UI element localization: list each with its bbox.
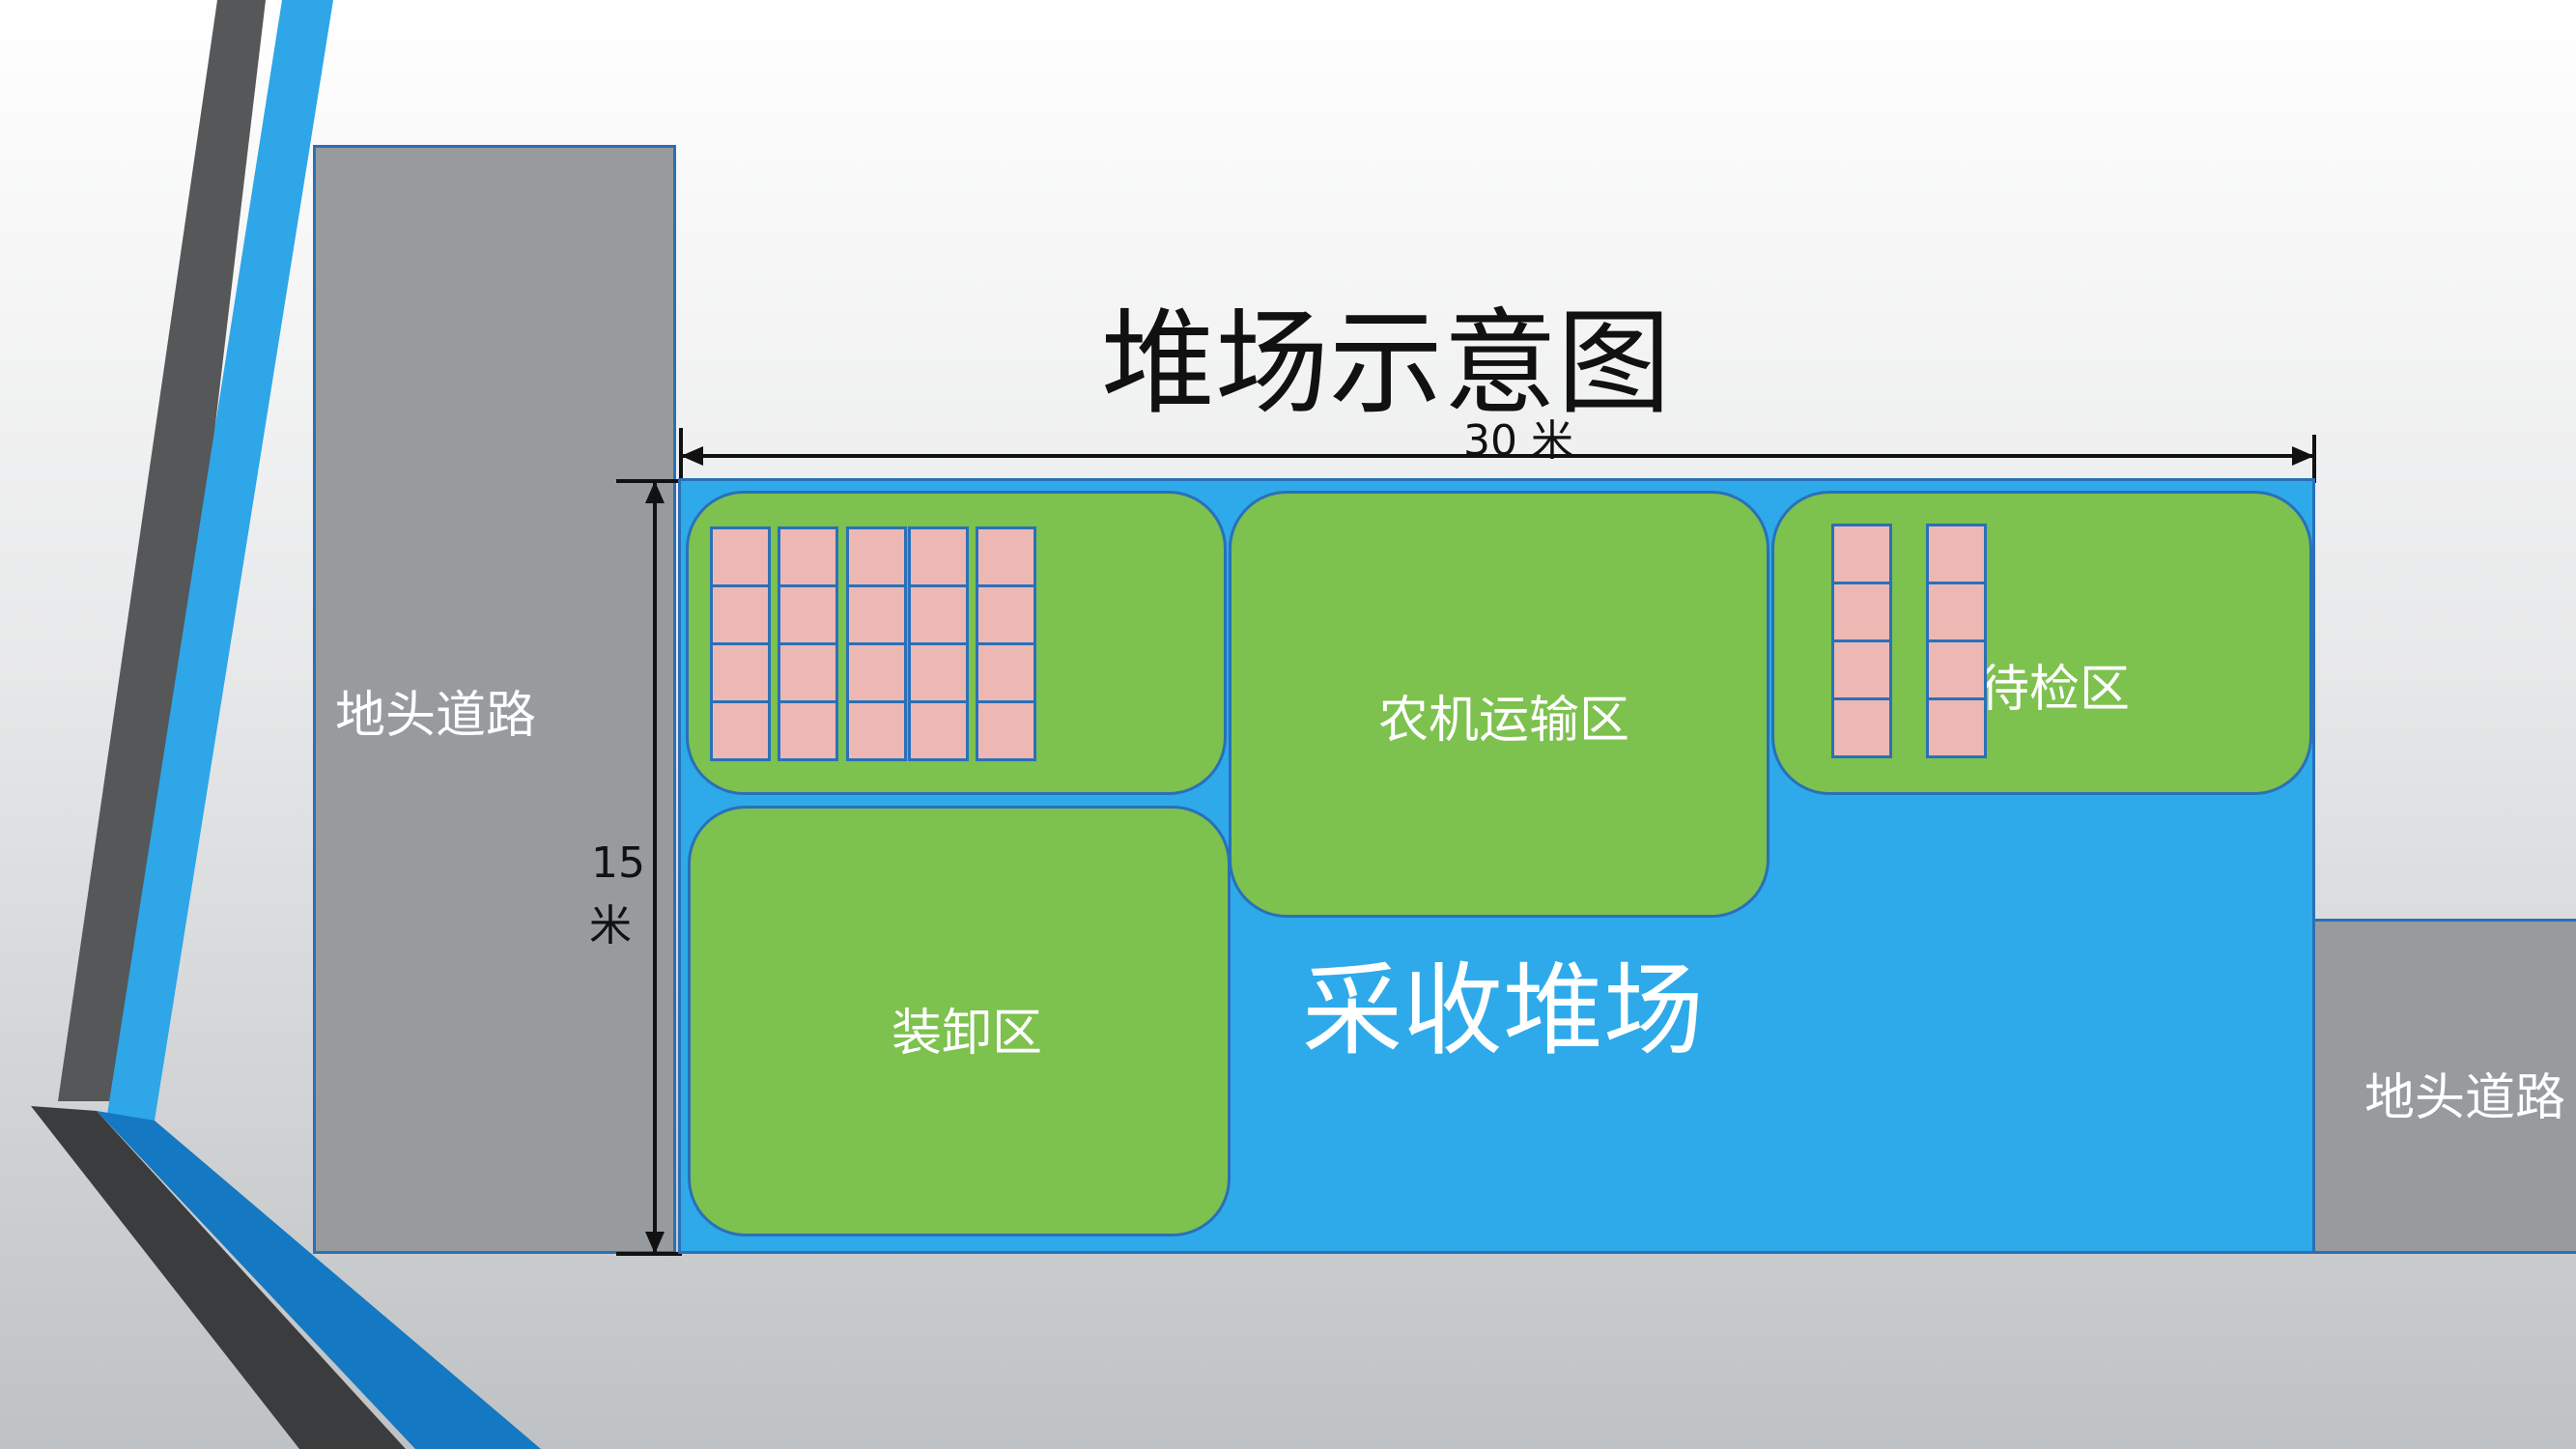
zone-loading-label: 装卸区 [892, 1005, 1043, 1063]
height-dimension-number: 15 [591, 838, 645, 888]
height-dimension-unit: 米 [589, 901, 632, 951]
storage-cell [778, 526, 838, 587]
road-left: 地头道路 [313, 145, 676, 1254]
road-right: 地头道路 [2311, 919, 2576, 1254]
width-dimension-label: 30 米 [1463, 416, 1573, 466]
storage-cell [976, 584, 1036, 645]
storage-cell [778, 584, 838, 645]
road-right-label: 地头道路 [2364, 1069, 2566, 1127]
storage-cell [976, 700, 1036, 761]
storage-cell [846, 642, 907, 703]
zone-transport-label: 农机运输区 [1378, 692, 1630, 750]
zone-inspection-label: 待检区 [1979, 661, 2131, 719]
storage-cell [710, 700, 771, 761]
storage-cell [1831, 639, 1892, 700]
storage-cell [710, 526, 771, 587]
storage-cell [846, 526, 907, 587]
storage-cell [846, 700, 907, 761]
storage-cell [1831, 697, 1892, 758]
storage-cell [710, 584, 771, 645]
yard-title: 采收堆场 [1302, 952, 1705, 1069]
storage-cell [1926, 639, 1987, 700]
storage-cell [1831, 524, 1892, 584]
storage-cell [976, 642, 1036, 703]
storage-cell [1926, 697, 1987, 758]
zone-loading: 装卸区 [688, 806, 1231, 1236]
storage-cell [1831, 582, 1892, 642]
diagram-title: 堆场示意图 [1101, 297, 1672, 430]
storage-cell [908, 700, 969, 761]
storage-cell [908, 526, 969, 587]
zone-transport: 农机运输区 [1229, 491, 1769, 918]
storage-cell [1926, 582, 1987, 642]
road-left-label: 地头道路 [335, 687, 537, 745]
storage-cell [778, 700, 838, 761]
storage-cell [846, 584, 907, 645]
storage-cell [908, 584, 969, 645]
storage-cell [976, 526, 1036, 587]
storage-cell [710, 642, 771, 703]
storage-cell [778, 642, 838, 703]
storage-cell [908, 642, 969, 703]
storage-cell [1926, 524, 1987, 584]
